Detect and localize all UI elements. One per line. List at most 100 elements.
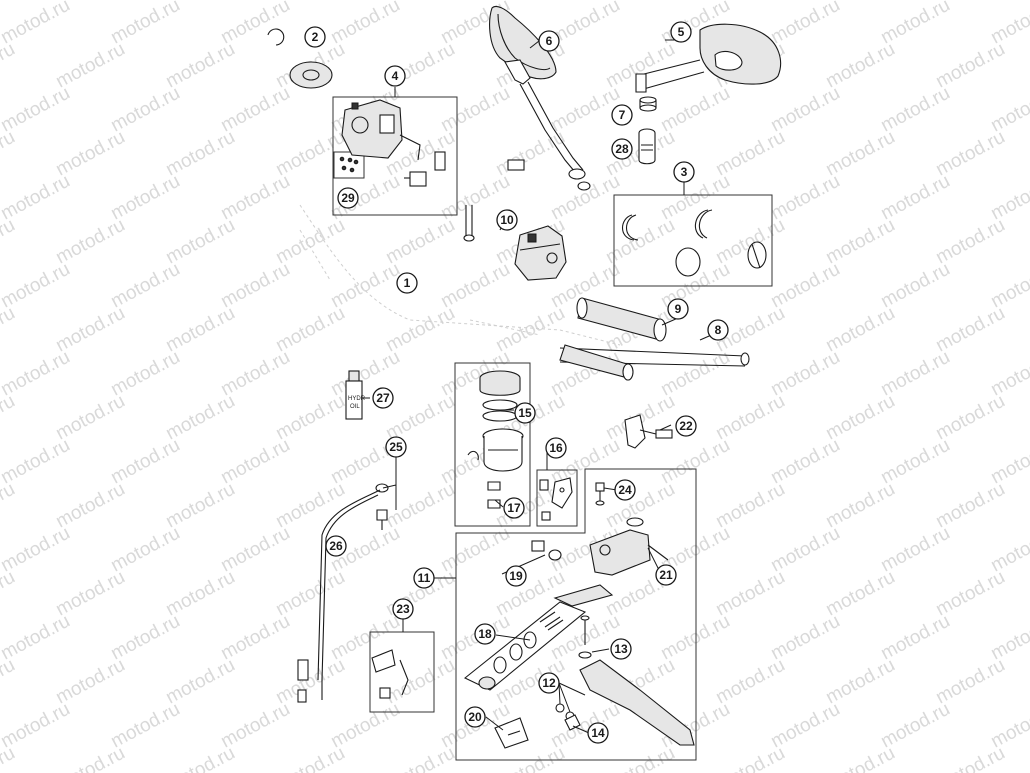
callout-circle bbox=[667, 298, 689, 320]
callout-number: 16 bbox=[549, 441, 563, 455]
callout-15: 15 bbox=[514, 402, 536, 424]
part-2-clip-and-disc bbox=[267, 28, 333, 89]
part-28-adapter bbox=[638, 128, 656, 165]
callout-circle bbox=[474, 623, 496, 645]
callout-16: 16 bbox=[545, 437, 567, 459]
callout-circle bbox=[611, 138, 633, 160]
callout-circle bbox=[325, 535, 347, 557]
watermark-text: motod.ru bbox=[0, 567, 19, 621]
group-box-11 bbox=[455, 468, 697, 761]
callout-number: 28 bbox=[615, 142, 629, 156]
callout-circle bbox=[503, 497, 525, 519]
callout-19: 19 bbox=[505, 565, 527, 587]
part-4-switch-assembly bbox=[339, 99, 446, 187]
callout-number: 7 bbox=[619, 108, 626, 122]
watermark-text: motod.ru bbox=[0, 435, 74, 489]
callout-circle bbox=[505, 565, 527, 587]
callout-13: 13 bbox=[610, 638, 632, 660]
part-13-pivot-bolt bbox=[578, 615, 592, 659]
callout-circle bbox=[614, 479, 636, 501]
callout-number: 25 bbox=[389, 440, 403, 454]
part-14-adjuster bbox=[564, 714, 581, 731]
callout-number: 18 bbox=[478, 627, 492, 641]
callout-number: 5 bbox=[678, 25, 685, 39]
part-17-reservoir-bolts bbox=[487, 481, 501, 509]
watermark-text: motod.ru bbox=[0, 127, 19, 181]
watermark-text: motod.ru bbox=[932, 743, 1008, 773]
watermark-text: motod.ru bbox=[0, 523, 74, 577]
callout-layer: 1234567891011121314151617181920212223242… bbox=[304, 21, 729, 744]
callout-circle bbox=[372, 387, 394, 409]
watermark-text: motod.ru bbox=[822, 743, 898, 773]
watermark-text: motod.ru bbox=[0, 171, 74, 225]
callout-28: 28 bbox=[611, 138, 633, 160]
callout-7: 7 bbox=[611, 104, 633, 126]
callout-circle bbox=[538, 672, 560, 694]
callout-circle bbox=[304, 26, 326, 48]
callout-number: 3 bbox=[681, 165, 688, 179]
callout-circle bbox=[413, 567, 435, 589]
callout-11: 11 bbox=[413, 567, 435, 589]
callout-1: 1 bbox=[396, 272, 418, 294]
callout-circle bbox=[514, 402, 536, 424]
callout-12: 12 bbox=[538, 672, 560, 694]
part-22-fitting bbox=[624, 414, 673, 449]
watermark-text: motod.ru bbox=[0, 215, 19, 269]
callout-circle bbox=[496, 209, 518, 231]
group-box-23 bbox=[369, 631, 435, 713]
part-21-master-cylinder bbox=[553, 517, 669, 607]
part-3-clamp-rings bbox=[621, 209, 767, 277]
watermark-text: motod.ru bbox=[0, 611, 74, 665]
callout-circle bbox=[337, 187, 359, 209]
handlebar-ghost-lower bbox=[299, 229, 541, 336]
callout-circle bbox=[673, 161, 695, 183]
watermark-text: motod.ru bbox=[0, 0, 74, 48]
watermark-text: motod.ru bbox=[0, 391, 19, 445]
watermark-text: motod.ru bbox=[0, 0, 19, 4]
watermark-text: motod.ru bbox=[602, 743, 678, 773]
callout-number: 13 bbox=[614, 642, 628, 656]
oil-bottle-label-line2: OIL bbox=[350, 404, 360, 410]
part-6-left-mirror bbox=[489, 5, 591, 191]
callout-number: 1 bbox=[404, 276, 411, 290]
callout-27: 27 bbox=[372, 387, 394, 409]
callout-25: 25 bbox=[385, 436, 407, 458]
watermark-text: motod.ru bbox=[382, 743, 458, 773]
callout-4: 4 bbox=[384, 65, 406, 87]
callout-number: 19 bbox=[509, 569, 523, 583]
callout-2: 2 bbox=[304, 26, 326, 48]
part-7-nut bbox=[639, 96, 657, 112]
callout-number: 8 bbox=[715, 323, 722, 337]
callout-number: 11 bbox=[418, 571, 431, 585]
part-23-small-kit bbox=[371, 649, 409, 699]
callout-number: 21 bbox=[659, 568, 673, 582]
group-boxes bbox=[332, 96, 773, 761]
group-box-29 bbox=[333, 151, 365, 179]
callout-circle bbox=[538, 30, 560, 52]
callout-number: 2 bbox=[312, 30, 319, 44]
callout-number: 17 bbox=[507, 501, 521, 515]
callout-number: 4 bbox=[392, 69, 399, 83]
callout-circle bbox=[385, 436, 407, 458]
watermark-text: motod.ru bbox=[0, 39, 19, 93]
oil-bottle-label-line1: HYDR bbox=[348, 396, 366, 402]
callout-14: 14 bbox=[587, 722, 609, 744]
part-27-oil-bottle: HYDR OIL bbox=[345, 370, 366, 420]
watermark-text: motod.ru bbox=[0, 479, 19, 533]
part-8-throttle-grip bbox=[559, 344, 750, 381]
callout-circle bbox=[384, 65, 406, 87]
watermark-text: motod.ru bbox=[272, 743, 348, 773]
callout-8: 8 bbox=[707, 319, 729, 341]
watermark-text: motod.ru bbox=[0, 83, 74, 137]
callout-number: 12 bbox=[542, 676, 556, 690]
callout-9: 9 bbox=[667, 298, 689, 320]
callout-number: 10 bbox=[500, 213, 514, 227]
callout-number: 27 bbox=[376, 391, 390, 405]
callout-26: 26 bbox=[325, 535, 347, 557]
part-26-brake-hose bbox=[297, 489, 381, 703]
callout-number: 20 bbox=[468, 710, 482, 724]
watermark-text: motod.ru bbox=[0, 699, 74, 753]
callout-circle bbox=[610, 638, 632, 660]
callout-29: 29 bbox=[337, 187, 359, 209]
brake-lever bbox=[579, 659, 695, 746]
